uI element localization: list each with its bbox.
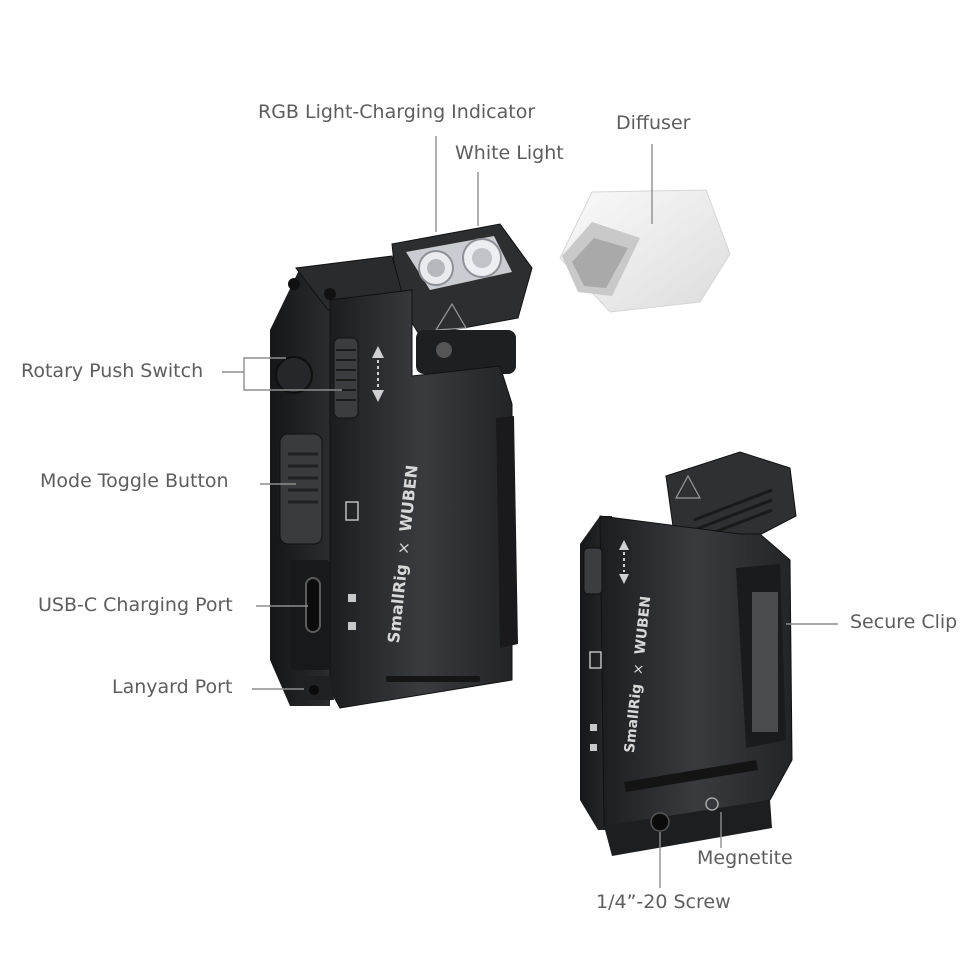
usb-c-port-icon [305, 577, 321, 633]
label-usb-c-port: USB-C Charging Port [38, 594, 233, 616]
lock-open-icon [348, 594, 356, 602]
screw-icon [288, 278, 300, 290]
battery-icon [589, 651, 602, 669]
label-white-light: White Light [455, 142, 564, 164]
warning-triangle-icon [674, 474, 702, 499]
screw-mount-icon [650, 812, 670, 832]
battery-icon [345, 501, 359, 521]
label-secure-clip: Secure Clip [850, 611, 958, 633]
diffuser [559, 189, 731, 313]
rotary-knob [333, 337, 359, 419]
screw-icon [324, 288, 336, 300]
label-rotary-switch: Rotary Push Switch [21, 360, 204, 382]
lock-icon [348, 622, 356, 630]
scroll-arrows-icon [372, 346, 384, 402]
label-diffuser: Diffuser [616, 112, 691, 134]
lock-icon [590, 744, 597, 751]
push-switch-button [275, 356, 313, 394]
label-rgb-indicator: RGB Light-Charging Indicator [258, 101, 536, 123]
label-lanyard-port: Lanyard Port [112, 676, 233, 698]
label-screw: 1/4”-20 Screw [596, 891, 731, 913]
main-device [270, 223, 533, 709]
lock-open-icon [590, 724, 597, 731]
secondary-device [580, 451, 797, 856]
magnet-icon [705, 797, 719, 811]
scroll-arrows-icon [619, 540, 629, 584]
label-magnetite: Megnetite [697, 847, 793, 869]
leader-lines [222, 136, 838, 888]
lanyard-hole-icon [309, 685, 319, 695]
warning-triangle-icon [434, 302, 468, 331]
label-mode-toggle: Mode Toggle Button [40, 470, 229, 492]
